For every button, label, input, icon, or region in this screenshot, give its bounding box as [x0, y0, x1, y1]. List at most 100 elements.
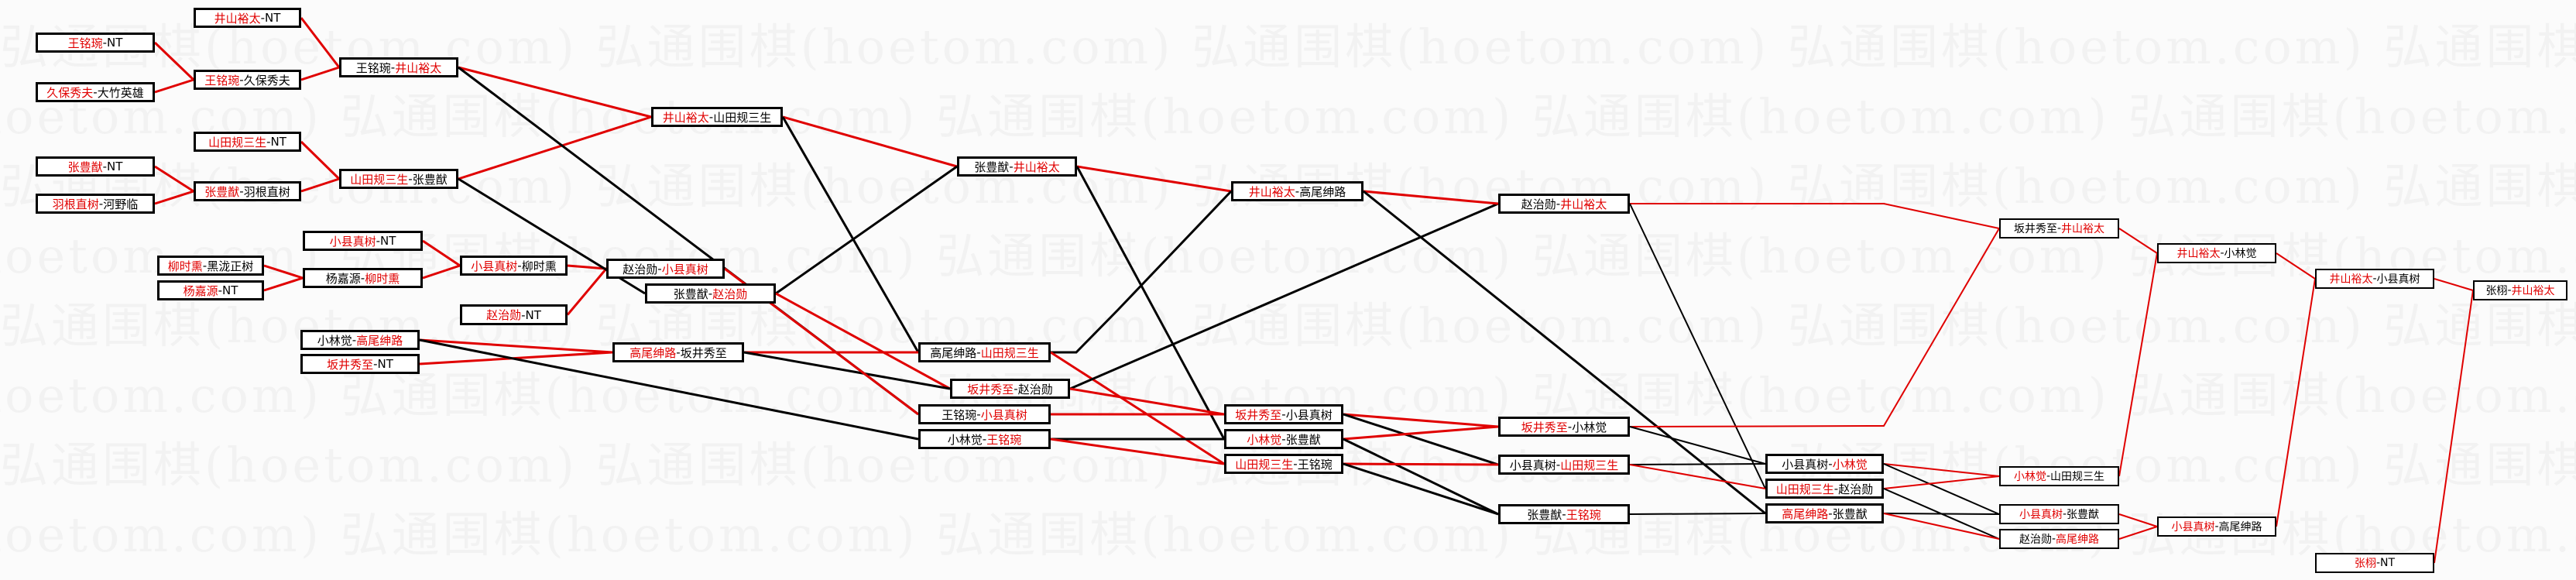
- player-a: 坂井秀至: [2013, 223, 2057, 235]
- winner-line: [422, 239, 461, 267]
- winner-line: [2118, 513, 2158, 527]
- player-b: 黑泷正树: [207, 259, 254, 273]
- loser-line: [1883, 463, 2000, 515]
- match-separator: -: [2214, 520, 2219, 533]
- player-a: 井山裕太: [2176, 248, 2221, 260]
- player-a: 山田规三生: [208, 135, 267, 149]
- match-box: 王铭琬-小县真树: [918, 404, 1051, 424]
- winner-line: [300, 17, 341, 68]
- player-b: 赵治勋: [1017, 382, 1053, 396]
- match-separator: -: [373, 357, 378, 371]
- player-b: 久保秀夫: [243, 73, 290, 88]
- player-b: 山田规三生: [980, 345, 1039, 360]
- player-a: 山田规三生: [350, 172, 409, 187]
- winner-line: [567, 264, 607, 270]
- player-b: NT: [525, 307, 541, 322]
- loser-line: [781, 116, 920, 353]
- match-box: 张豊猷-赵治勋: [645, 283, 776, 304]
- match-separator: -: [708, 287, 713, 300]
- player-a: 山田规三生: [1775, 482, 1834, 496]
- match-box: 柳时熏-黑泷正树: [157, 256, 264, 276]
- match-box: 坂井秀至-小林觉: [1498, 417, 1630, 437]
- player-b: NT: [222, 283, 238, 297]
- match-separator: -: [982, 432, 987, 446]
- match-separator: -: [360, 271, 365, 285]
- match-separator: -: [2372, 273, 2377, 285]
- match-separator: -: [102, 160, 108, 173]
- player-b: 井山裕太: [395, 60, 442, 75]
- loser-line: [743, 351, 951, 390]
- player-b: 高尾绅路: [2218, 521, 2262, 534]
- player-a: 坂井秀至: [327, 357, 374, 372]
- match-box: 张豊猷-井山裕太: [957, 156, 1077, 177]
- match-box: 坂井秀至-赵治勋: [950, 379, 1070, 399]
- loser-line: [1051, 190, 1233, 354]
- winner-line: [1883, 463, 2000, 477]
- match-separator: -: [1293, 457, 1298, 471]
- match-box: 高尾绅路-山田规三生: [918, 342, 1051, 362]
- winner-line: [1363, 190, 1499, 205]
- match-separator: -: [2051, 533, 2056, 545]
- match-separator: -: [93, 85, 98, 99]
- match-box: 高尾绅路-坂井秀至: [612, 342, 744, 362]
- winner-line: [2276, 278, 2316, 527]
- match-box: 羽根直树-河野临: [36, 194, 155, 214]
- match-separator: -: [676, 345, 681, 359]
- player-a: 王铭琬: [355, 60, 391, 75]
- match-separator: -: [1009, 160, 1014, 173]
- player-a: 张豊猷: [1527, 507, 1562, 522]
- player-a: 坂井秀至: [967, 382, 1014, 396]
- loser-line: [775, 165, 958, 295]
- player-a: 高尾绅路: [629, 345, 677, 360]
- player-b: 柳时熏: [365, 271, 400, 286]
- match-separator: -: [976, 407, 981, 421]
- player-b: 大竹英雄: [97, 85, 144, 100]
- winner-line: [1883, 475, 2000, 489]
- player-a: 山田规三生: [1235, 457, 1294, 472]
- player-a: 杨嘉源: [183, 283, 218, 298]
- winner-line: [1629, 228, 2000, 427]
- winner-line: [263, 276, 304, 292]
- match-separator: -: [2375, 557, 2381, 569]
- match-separator: -: [657, 262, 662, 276]
- match-box: 井山裕太-小林觉: [2157, 243, 2276, 263]
- player-b: 山田规三生: [2050, 471, 2105, 483]
- winner-line: [300, 177, 340, 193]
- player-a: 小县真树: [1509, 458, 1556, 472]
- match-separator: -: [1295, 184, 1300, 198]
- player-a: 井山裕太: [2329, 273, 2373, 286]
- player-b: 小县真树: [1285, 407, 1333, 422]
- player-a: 柳时熏: [167, 259, 203, 273]
- match-box: 山田规三生-赵治勋: [1765, 479, 1884, 499]
- match-separator: -: [352, 333, 357, 347]
- player-a: 王铭琬: [67, 36, 103, 50]
- player-a: 羽根直树: [52, 197, 99, 211]
- player-b: NT: [377, 357, 393, 371]
- player-a: 赵治勋: [2019, 534, 2052, 546]
- match-box: 井山裕太-NT: [194, 8, 301, 28]
- loser-line: [1883, 513, 2000, 515]
- match-separator: -: [2046, 470, 2051, 482]
- player-b: 柳时熏: [521, 259, 557, 273]
- player-a: 小县真树: [2171, 521, 2215, 534]
- match-box: 小县真树-高尾绅路: [2157, 517, 2276, 537]
- player-b: 山田规三生: [1560, 458, 1619, 472]
- match-box: 井山裕太-小县真树: [2315, 269, 2434, 289]
- player-b: 王铭琬: [986, 432, 1022, 447]
- match-box: 小林觉-王铭琬: [918, 429, 1051, 449]
- player-b: NT: [270, 135, 286, 149]
- winner-line: [154, 165, 194, 193]
- player-b: 高尾绅路: [1299, 184, 1346, 199]
- match-box: 坂井秀至-NT: [300, 354, 420, 374]
- loser-line: [1363, 190, 1766, 515]
- winner-line: [1069, 387, 1225, 416]
- player-a: 井山裕太: [214, 11, 261, 26]
- match-box: 王铭琬-NT: [36, 33, 155, 53]
- match-separator: -: [708, 110, 714, 124]
- winner-line: [775, 292, 951, 390]
- match-separator: -: [390, 60, 396, 74]
- winner-line: [458, 115, 652, 180]
- match-box: 张栩-井山裕太: [2473, 280, 2567, 300]
- winner-line: [2434, 278, 2474, 291]
- player-b: NT: [265, 11, 281, 25]
